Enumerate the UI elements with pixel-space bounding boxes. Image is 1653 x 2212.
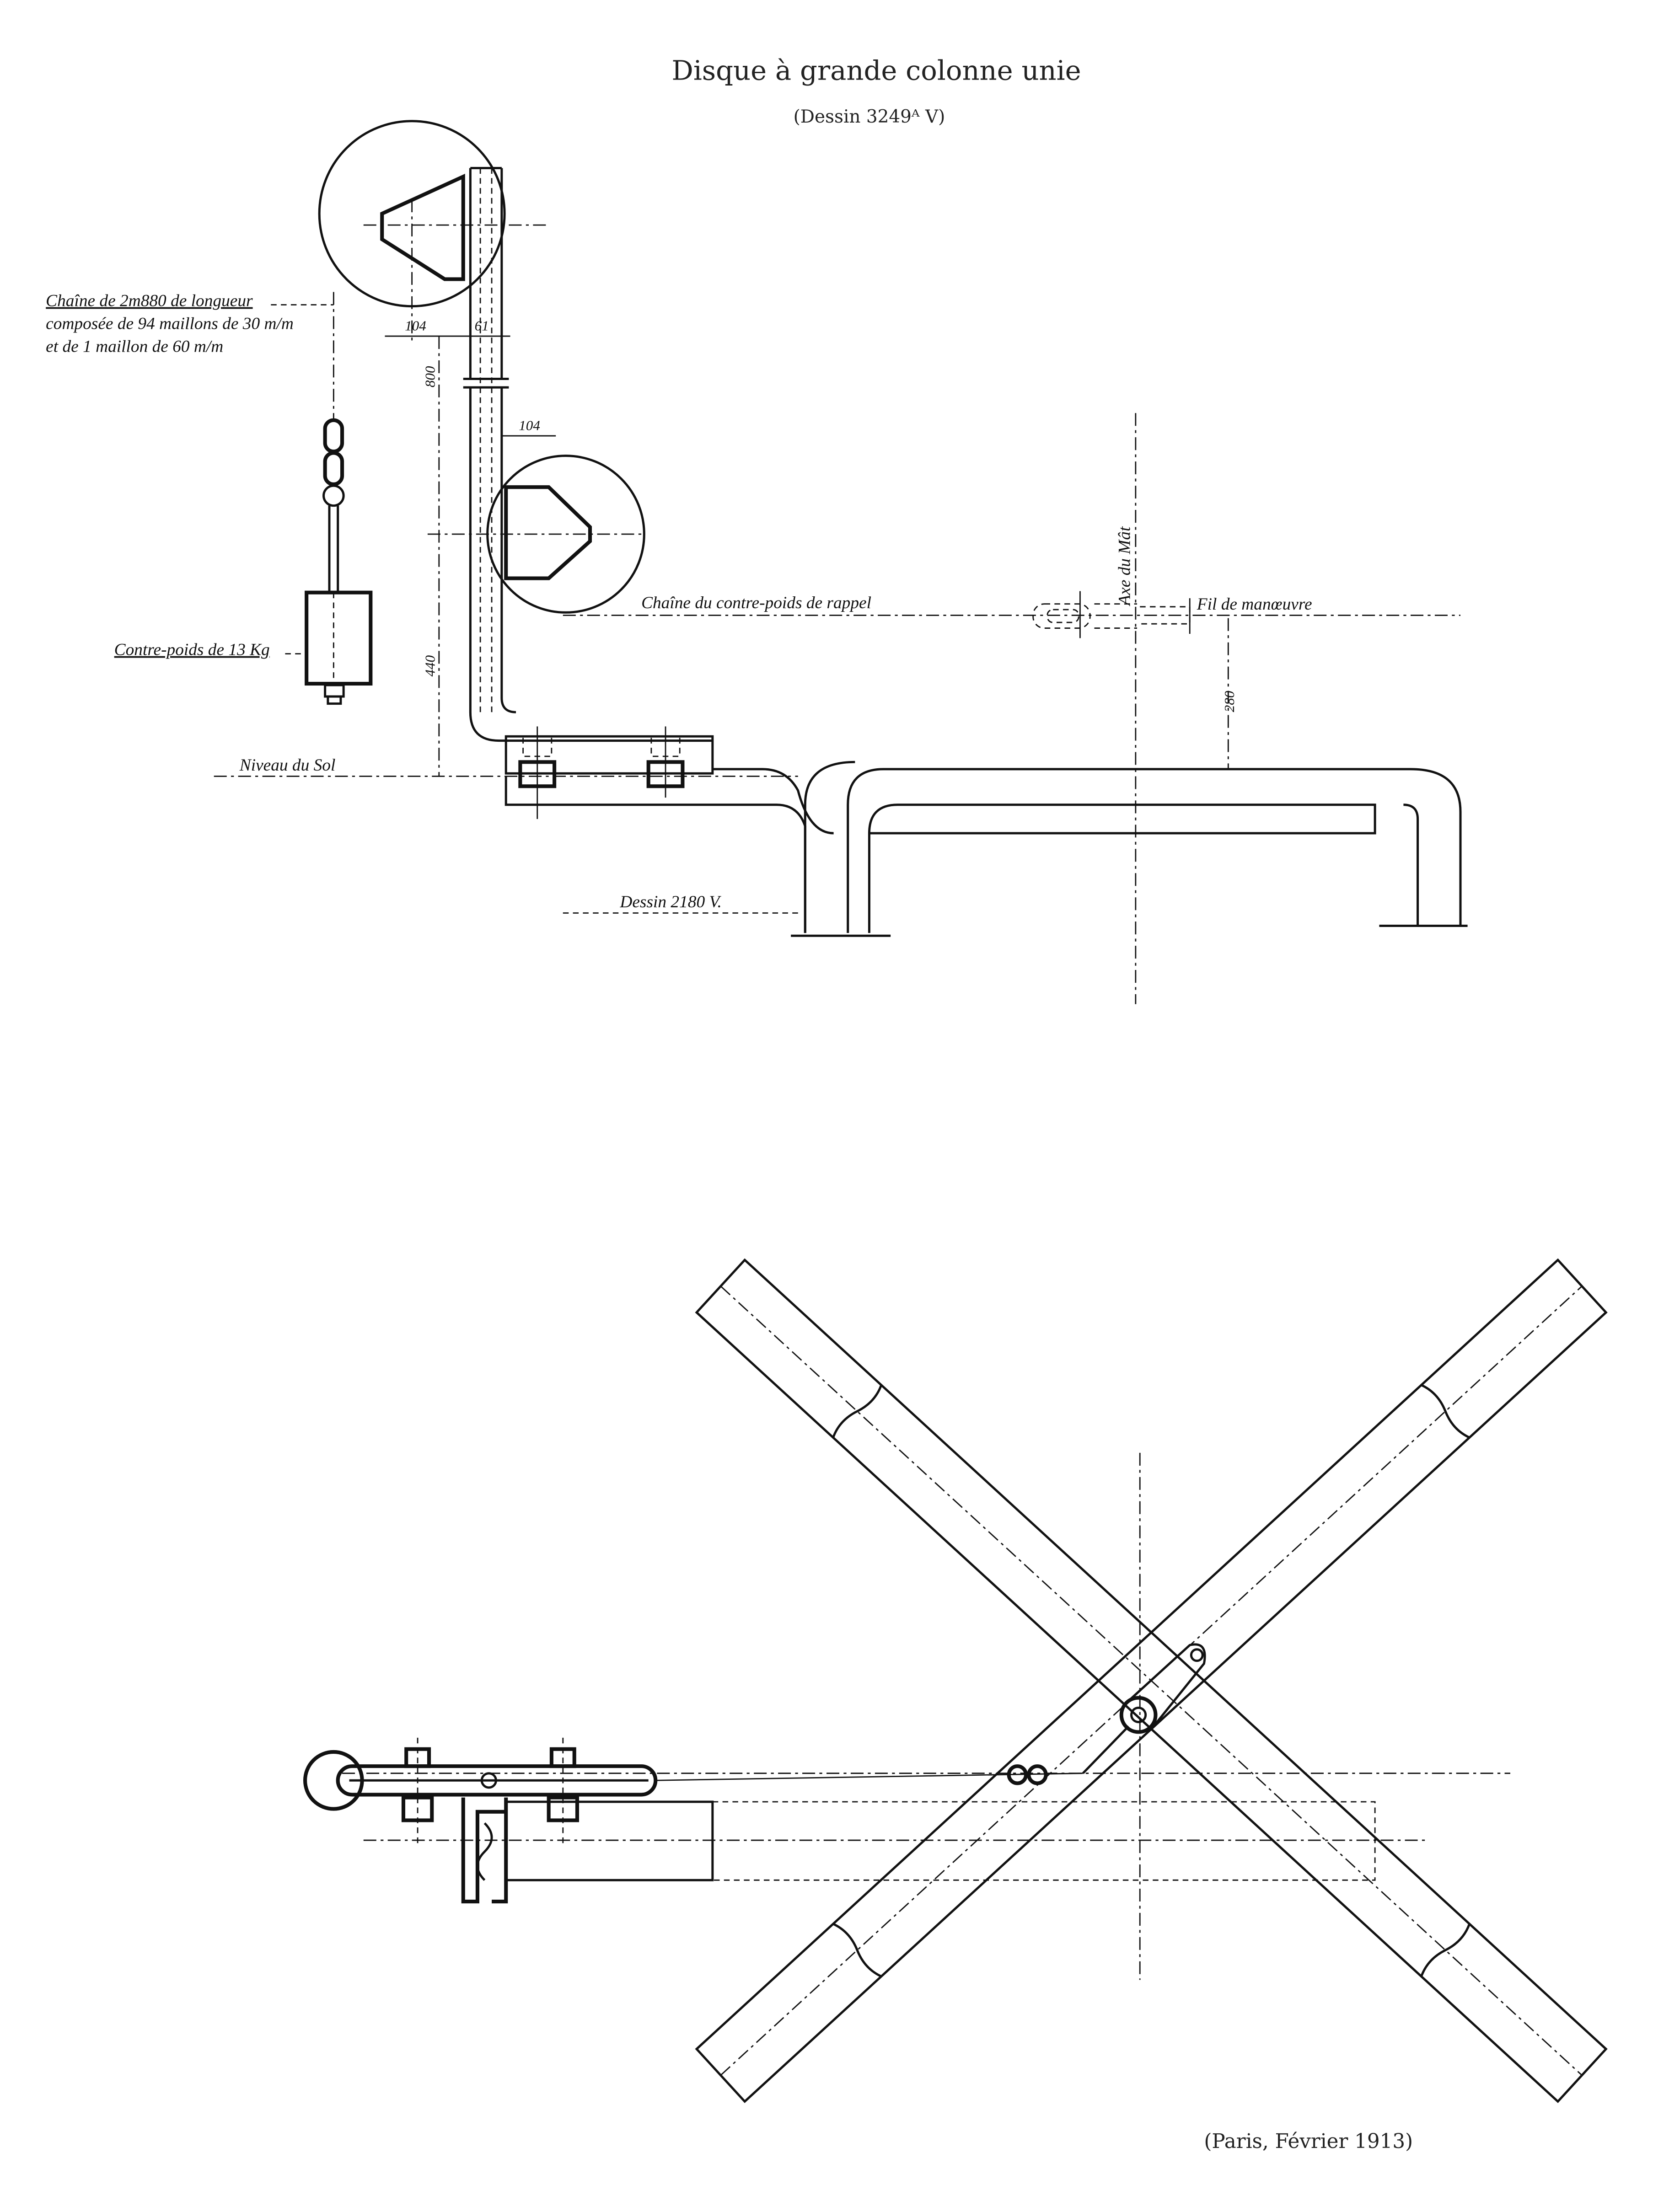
ground-level-label: Niveau du Sol bbox=[239, 756, 336, 775]
chain-label-line3: et de 1 maillon de 60 m/m bbox=[46, 337, 223, 356]
operating-wire-label: Fil de manœuvre bbox=[1197, 595, 1312, 614]
dimension-440: 440 bbox=[422, 655, 438, 676]
drawing-subtitle: (Dessin 3249ᴬ V) bbox=[794, 107, 945, 127]
dimension-800: 800 bbox=[422, 366, 438, 387]
turnbuckle bbox=[1032, 591, 1191, 638]
elevation-view: 104 61 800 104 440 Chaîne de 2m880 de lo… bbox=[46, 120, 1468, 1004]
drawing-reference-label: Dessin 2180 V. bbox=[619, 893, 721, 911]
counterweight bbox=[305, 590, 373, 686]
dimension-61: 61 bbox=[475, 318, 489, 334]
lower-disc-profile bbox=[504, 485, 592, 580]
place-date-footer: (Paris, Février 1913) bbox=[1204, 2130, 1413, 2153]
mast-axis-label: Axe du Mât bbox=[1115, 526, 1134, 607]
return-chain-label: Chaîne du contre-poids de rappel bbox=[641, 594, 871, 612]
dimension-104-top: 104 bbox=[405, 318, 426, 334]
crank-lever bbox=[655, 1643, 1206, 1785]
underground-rodding bbox=[504, 761, 1468, 937]
counterweight-label: Contre-poids de 13 Kg bbox=[114, 641, 270, 659]
chain-label-line2: composée de 94 maillons de 30 m/m bbox=[46, 314, 294, 333]
counterweight-chain bbox=[305, 292, 373, 705]
drawing-title: Disque à grande colonne unie bbox=[671, 54, 1081, 86]
pulley-mechanism bbox=[303, 1737, 1425, 1904]
dimension-104-mid: 104 bbox=[519, 418, 540, 434]
chain-label-line1: Chaîne de 2m880 de longueur bbox=[46, 292, 253, 311]
dimension-280: 280 bbox=[1221, 691, 1237, 712]
plan-view bbox=[303, 1258, 1608, 2103]
upper-disc-profile bbox=[380, 173, 465, 281]
column-base bbox=[504, 726, 714, 819]
column bbox=[463, 167, 713, 742]
